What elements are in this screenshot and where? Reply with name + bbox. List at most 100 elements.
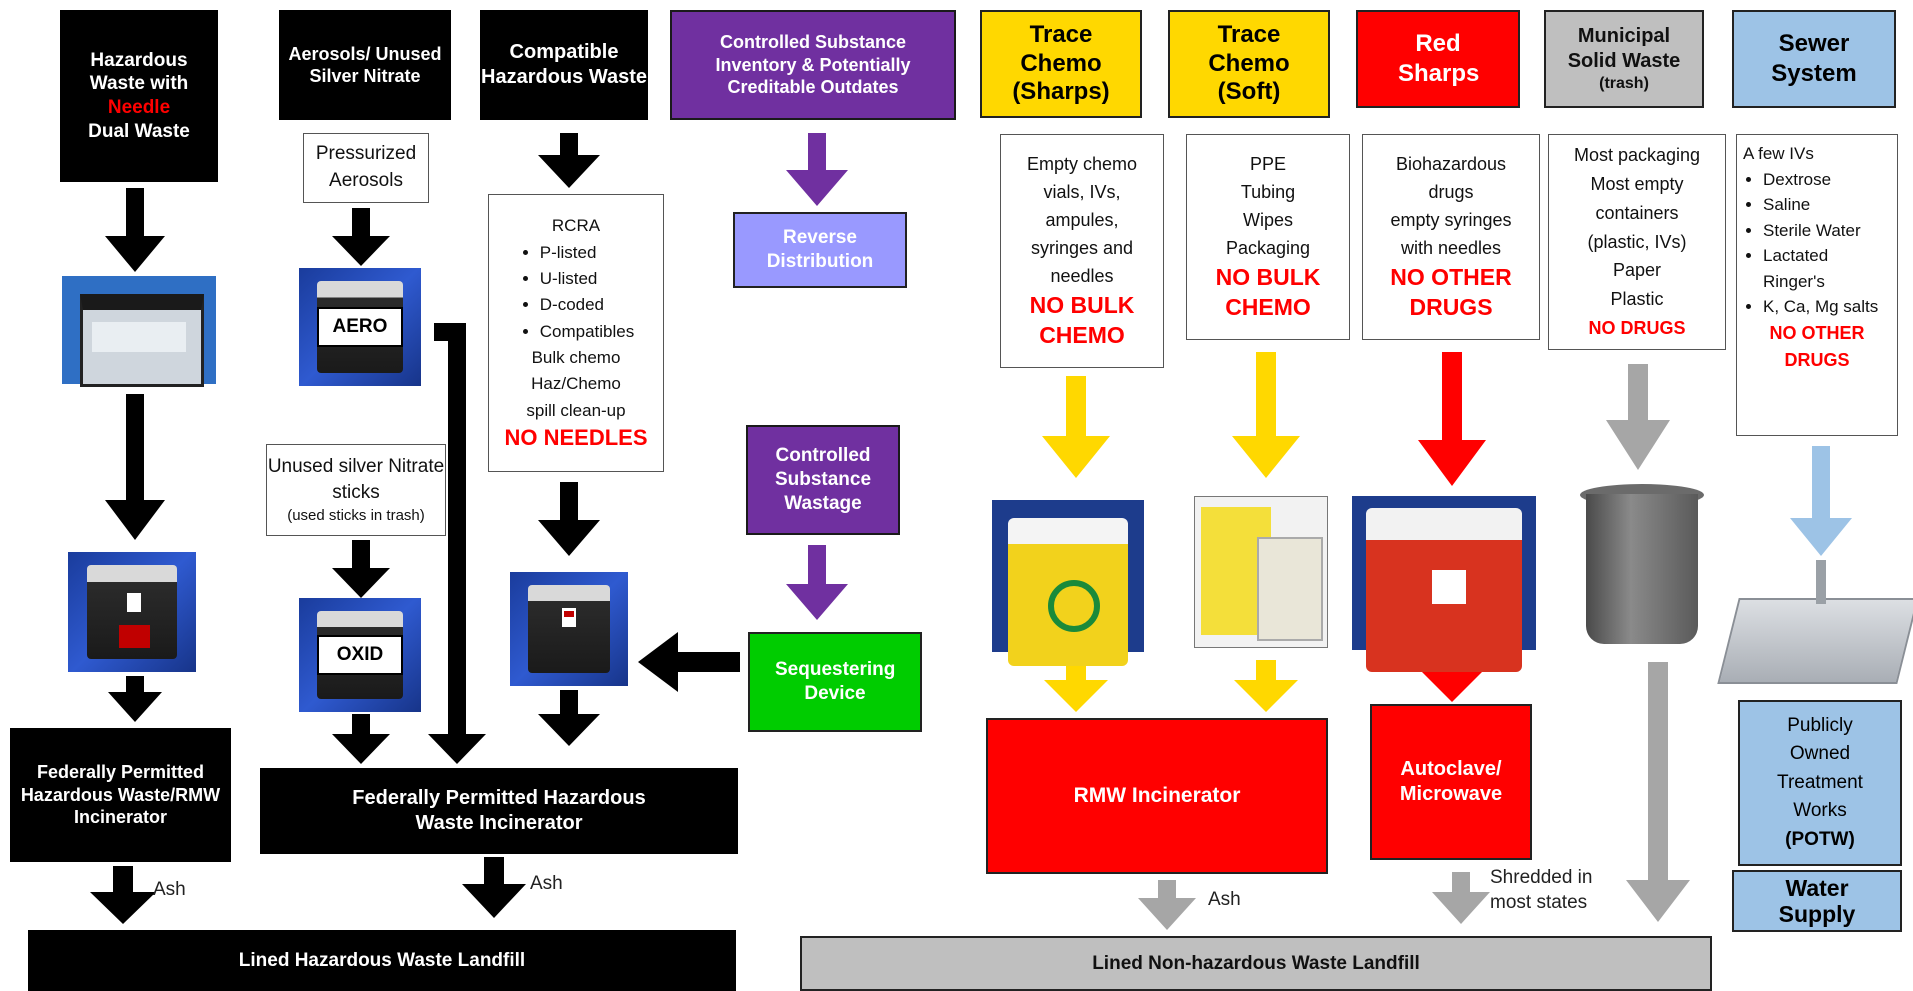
ash-label-1: Ash [153,879,186,900]
header-aerosols: Aerosols/ Unused Silver Nitrate [279,10,451,120]
desc-line: (plastic, IVs) [1587,231,1687,252]
header-text: Controlled Substance Inventory & Potenti… [715,32,911,98]
gray-arrows [1138,364,1690,930]
desc-line: empty syringes [1390,210,1512,231]
rcra-item: Compatibles [540,319,635,345]
potw-abbr: (POTW) [1785,828,1855,850]
trace-sharps-desc: Empty chemo vials, IVs, ampules, syringe… [1000,134,1164,368]
rcra-warning: NO NEEDLES [504,425,648,451]
sewer-item: Sterile Water [1763,218,1891,244]
header-line: Dual Waste [88,120,190,142]
pressurized-aerosols-box: Pressurized Aerosols [303,133,429,203]
lined-nonhazardous-landfill: Lined Non-hazardous Waste Landfill [800,936,1712,991]
reverse-distribution-box: Reverse Distribution [733,212,907,288]
header-compatible-hazardous: Compatible Hazardous Waste [480,10,648,120]
header-text: Compatible Hazardous Waste [481,41,647,88]
desc-line: Empty chemo [1026,154,1138,175]
header-trace-chemo-sharps: Trace Chemo (Sharps) [980,10,1142,118]
hazardous-bin-photo [68,552,196,672]
water-supply-box: Water Supply [1732,870,1902,932]
rcra-item: P-listed [540,240,635,266]
desc-intro: A few IVs [1743,144,1814,163]
desc-warning: NO BULK CHEMO [1029,291,1135,348]
rcra-extra: Haz/Chemo [531,374,621,394]
trace-soft-desc: PPE Tubing Wipes Packaging NO BULK CHEMO [1186,134,1350,340]
box-text: Reverse Distribution [766,227,874,272]
desc-line: vials, IVs, [1043,182,1121,203]
potw-text: Publicly Owned Treatment Works [1777,714,1863,822]
oxid-tag: OXID [317,635,403,675]
desc-line: syringes and [1030,238,1134,259]
rcra-extra: spill clean-up [526,400,626,420]
header-line: Hazardous [90,49,188,71]
rmw-incinerator-box: RMW Incinerator [986,718,1328,874]
sewer-item: Saline [1763,192,1891,218]
header-text: Trace Chemo (Soft) [1208,20,1290,106]
box-text: Lined Non-hazardous Waste Landfill [1092,952,1420,974]
desc-line: drugs [1428,182,1474,203]
desc-line: PPE [1249,154,1287,175]
desc-line: Paper [1612,260,1662,281]
sink-photo [1717,556,1913,690]
header-hazardous-needle: Hazardous Waste with Needle Dual Waste [60,10,218,182]
header-text: Aerosols/ Unused Silver Nitrate [288,43,442,87]
rcra-extra: Bulk chemo [531,348,621,368]
box-text: Pressurized Aerosols [315,143,417,191]
autoclave-microwave-box: Autoclave/ Microwave [1370,704,1532,860]
sewer-item: Dextrose [1763,167,1891,193]
rcra-item: U-listed [540,266,635,292]
header-text: Trace Chemo (Sharps) [1012,20,1110,106]
yellow-arrows [1042,352,1300,712]
desc-warning: NO BULK CHEMO [1215,263,1321,320]
sewer-desc: A few IVs Dextrose Saline Sterile Water … [1736,134,1898,436]
shredded-label: Shredded in most states [1490,867,1593,913]
box-text: RMW Incinerator [1073,783,1241,807]
rcra-list: P-listed U-listed D-coded Compatibles [518,240,635,345]
box-text: Lined Hazardous Waste Landfill [238,949,526,971]
dest-label: Federally Permitted Hazardous Waste Inci… [352,787,646,834]
header-text: Sewer System [1771,30,1857,87]
desc-line: Plastic [1610,289,1664,310]
municipal-desc: Most packaging Most empty containers (pl… [1548,134,1726,350]
ash-label-3: Ash [1208,889,1241,910]
ash-label-2: Ash [530,873,563,894]
unused-silver-nitrate-box: Unused silver Nitrate sticks (used stick… [266,444,446,536]
header-text: Municipal Solid Waste [1567,25,1681,72]
desc-line: needles [1050,265,1114,286]
desc-line: Wipes [1242,210,1293,231]
desc-line: ampules, [1045,210,1119,231]
header-controlled-substance-inventory: Controlled Substance Inventory & Potenti… [670,10,956,120]
sharps-container-photo [62,276,216,387]
purple-arrows [786,133,848,620]
desc-warning: NO OTHER DRUGS [1769,322,1865,370]
fed-permitted-rmw-incinerator: Federally Permitted Hazardous Waste/RMW … [10,728,231,862]
fed-permitted-haz-incinerator: Federally Permitted Hazardous Waste Inci… [260,768,738,854]
compatible-hazardous-bin [510,572,628,686]
red-sharps-container-photo [1352,496,1536,672]
header-sewer-system: Sewer System [1732,10,1896,108]
box-text: Autoclave/ Microwave [1399,758,1503,805]
desc-line: Biohazardous [1395,154,1507,175]
dest-label: Federally Permitted Hazardous Waste/RMW … [20,762,221,828]
lined-hazardous-landfill: Lined Hazardous Waste Landfill [28,930,736,991]
red-arrows [1418,352,1486,702]
box-subtext: (used sticks in trash) [287,506,425,524]
desc-line: Most packaging [1573,145,1701,166]
desc-line: Packaging [1225,238,1311,258]
desc-line: Most empty [1590,174,1684,194]
header-subtext: (trash) [1599,75,1649,92]
aero-container: AERO [299,268,421,386]
header-text: Red Sharps [1398,30,1480,87]
blue-arrows [1790,446,1852,556]
header-red-sharps: Red Sharps [1356,10,1520,108]
desc-warning: NO OTHER DRUGS [1390,263,1512,320]
oxid-container: OXID [299,598,421,712]
black-arrows [90,133,740,924]
yellow-sharps-container-photo [992,500,1144,666]
rcra-box: RCRA P-listed U-listed D-coded Compatibl… [488,194,664,472]
desc-warning: NO DRUGS [1588,317,1686,338]
box-text: Unused silver Nitrate sticks [267,456,445,503]
red-sharps-desc: Biohazardous drugs empty syringes with n… [1362,134,1540,340]
potw-box: Publicly Owned Treatment Works (POTW) [1738,700,1902,866]
